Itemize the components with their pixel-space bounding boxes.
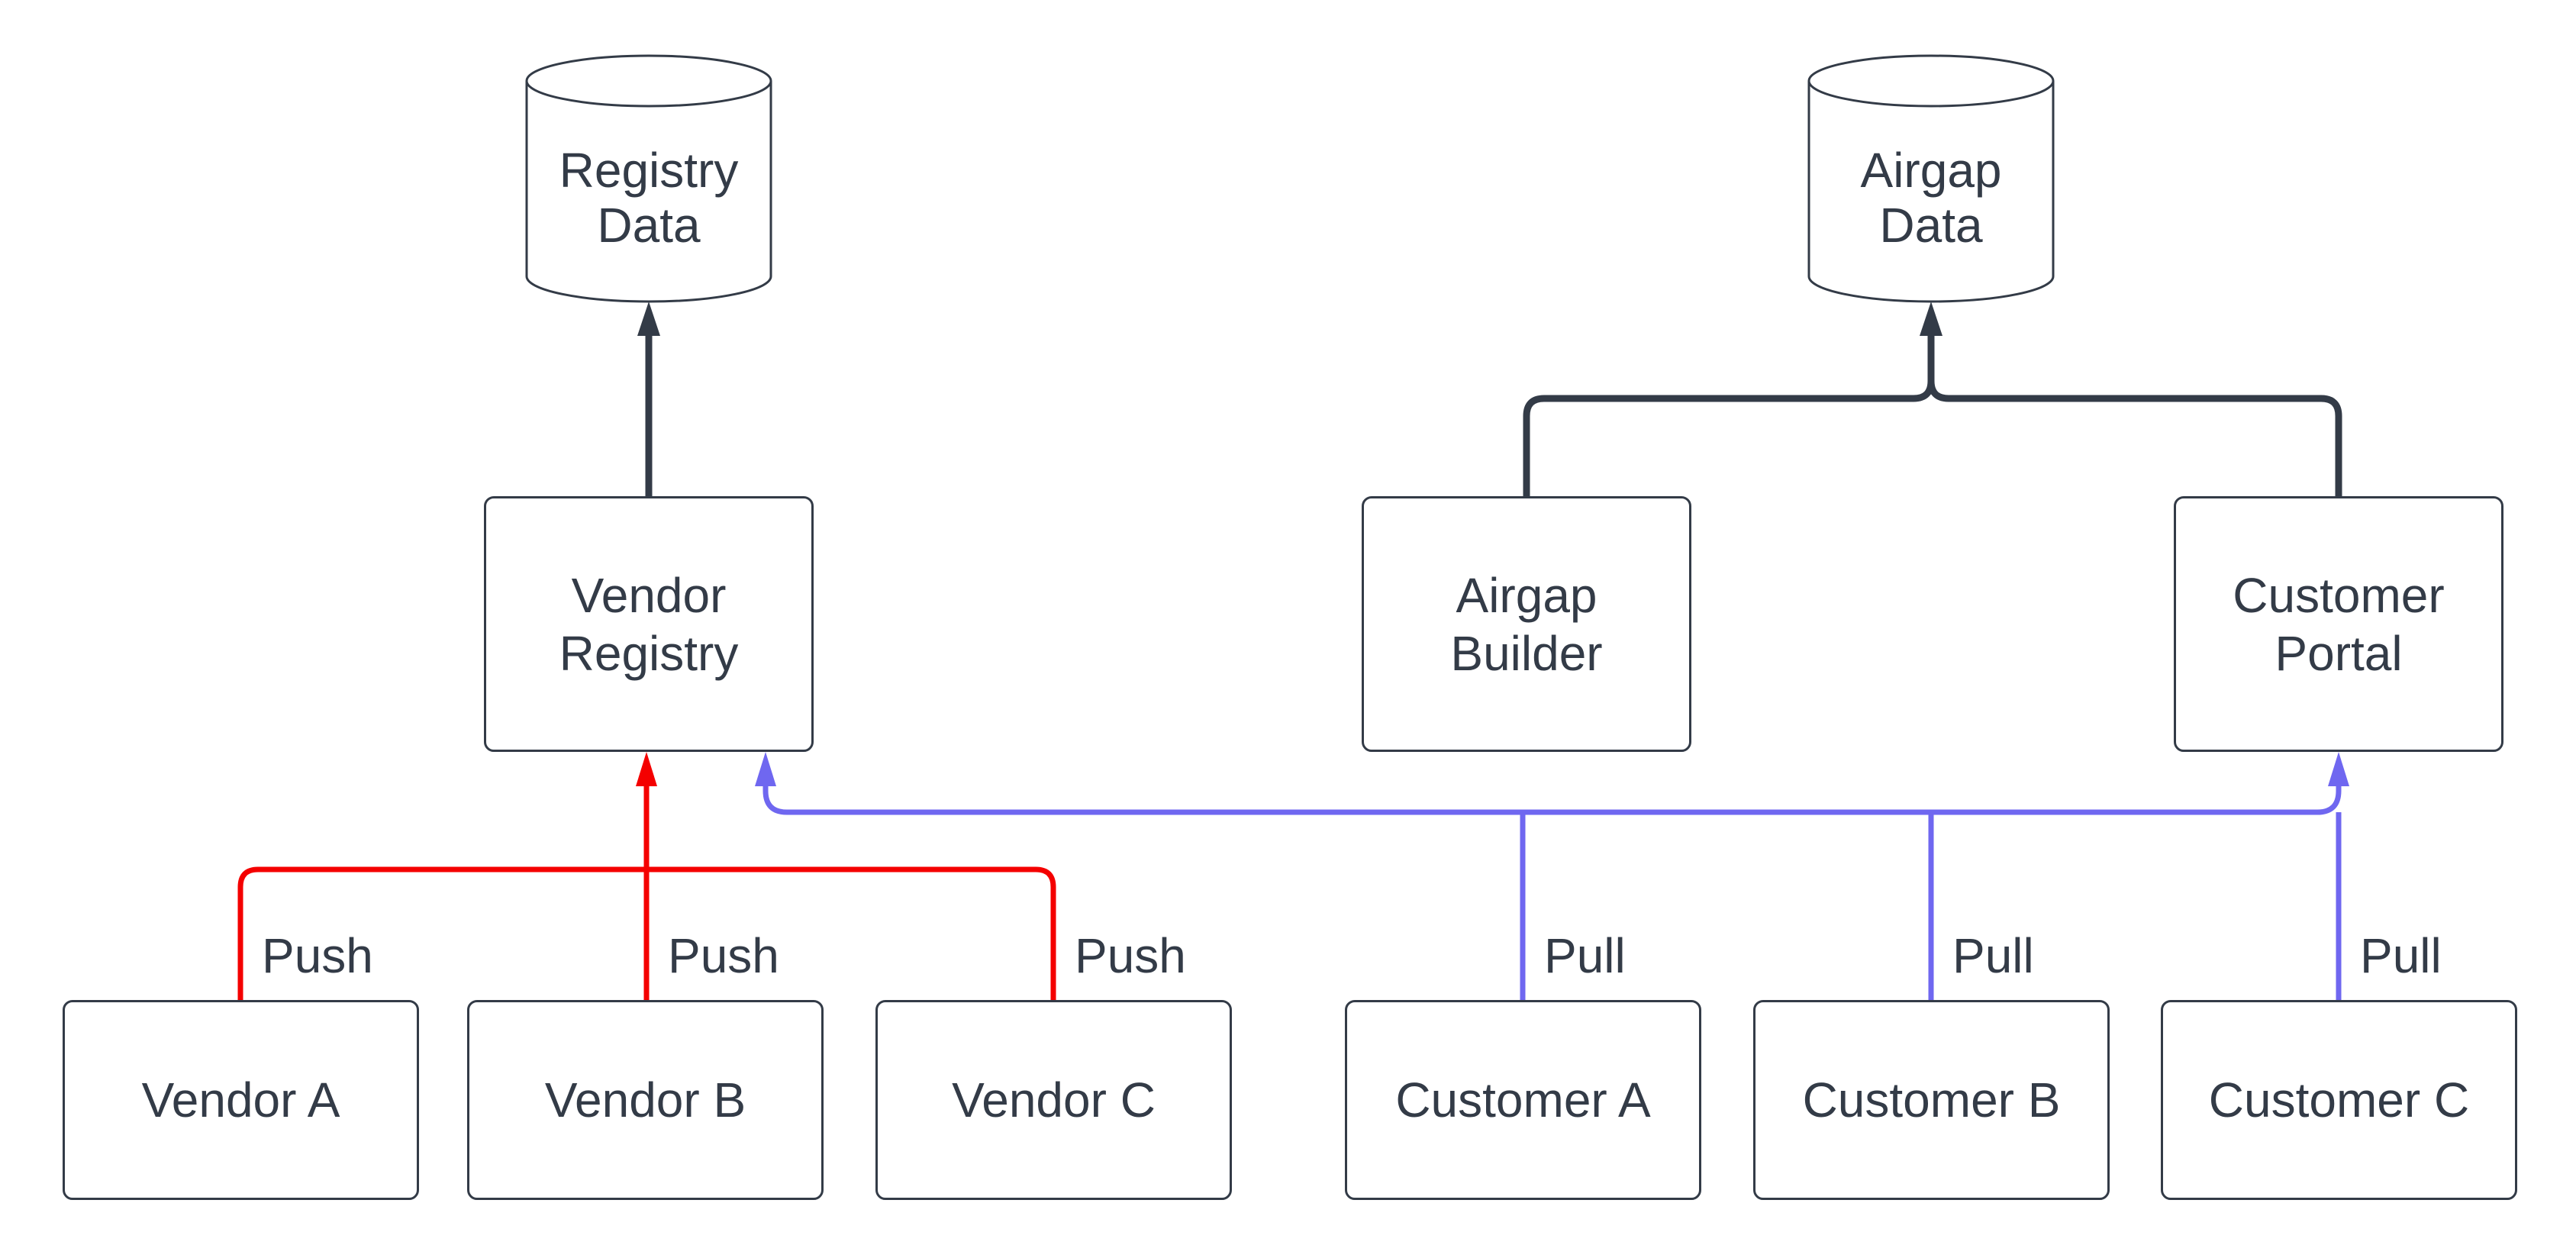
edge-label-push-vendor-c: Push	[1075, 928, 1186, 983]
edge-pull-bus	[762, 783, 2342, 815]
edge-label-push-vendor-a: Push	[262, 928, 373, 983]
edge-label-pull-customer-b: Pull	[1952, 928, 2034, 983]
edge-airgap-builder-to-airgap-data	[1523, 333, 1935, 496]
node-airgap-builder: Airgap Builder	[1362, 496, 1691, 752]
node-airgap-data-label-line1: Airgap	[1860, 143, 2002, 198]
node-customer-portal: Customer Portal	[2174, 496, 2503, 752]
edge-customer-portal-to-airgap-data	[1927, 333, 2342, 496]
node-vendor-a-label: Vendor A	[141, 1073, 340, 1127]
edge-label-pull-customer-c: Pull	[2360, 928, 2442, 983]
node-registry-data-label-line2: Data	[597, 198, 701, 253]
node-customer-a-label: Customer A	[1395, 1073, 1651, 1127]
arrowhead-pull-customer-portal	[2328, 752, 2349, 786]
node-vendor-c-label: Vendor C	[952, 1073, 1156, 1127]
node-airgap-data-label-line2: Data	[1879, 198, 1983, 253]
arrowhead-airgap-data	[1920, 302, 1942, 336]
arrowhead-push-vendor-registry	[636, 752, 657, 786]
node-customer-b-label: Customer B	[1802, 1073, 2061, 1127]
registry-data-cylinder-top-icon	[525, 54, 772, 108]
node-customer-c-label: Customer C	[2208, 1073, 2470, 1127]
node-vendor-a: Vendor A	[63, 1000, 419, 1200]
node-customer-portal-label-line2: Portal	[2275, 625, 2403, 681]
node-customer-a: Customer A	[1345, 1000, 1701, 1200]
node-customer-b: Customer B	[1753, 1000, 2110, 1200]
arrowhead-registry-data	[637, 302, 660, 336]
airgap-data-cylinder-icon	[1807, 81, 2055, 303]
airgap-data-cylinder-top-icon	[1807, 54, 2055, 108]
node-vendor-registry-label-line1: Vendor	[571, 567, 727, 623]
node-vendor-b-label: Vendor B	[544, 1073, 746, 1127]
node-customer-c: Customer C	[2161, 1000, 2517, 1200]
edge-label-push-vendor-b: Push	[668, 928, 779, 983]
registry-data-cylinder-icon	[525, 81, 772, 303]
arrowhead-pull-vendor-registry	[755, 752, 776, 786]
node-airgap-builder-label-line1: Airgap	[1456, 567, 1598, 623]
node-airgap-data-label: Airgap Data	[1794, 143, 2068, 253]
node-registry-data-label-line1: Registry	[559, 143, 739, 198]
edge-label-pull-customer-a: Pull	[1544, 928, 1626, 983]
node-vendor-b: Vendor B	[467, 1000, 824, 1200]
node-customer-portal-label-line1: Customer	[2233, 567, 2445, 623]
node-airgap-builder-label-line2: Builder	[1450, 625, 1603, 681]
node-vendor-registry-label-line2: Registry	[559, 625, 739, 681]
node-vendor-c: Vendor C	[875, 1000, 1232, 1200]
node-registry-data-label: Registry Data	[511, 143, 786, 253]
node-vendor-registry: Vendor Registry	[484, 496, 814, 752]
